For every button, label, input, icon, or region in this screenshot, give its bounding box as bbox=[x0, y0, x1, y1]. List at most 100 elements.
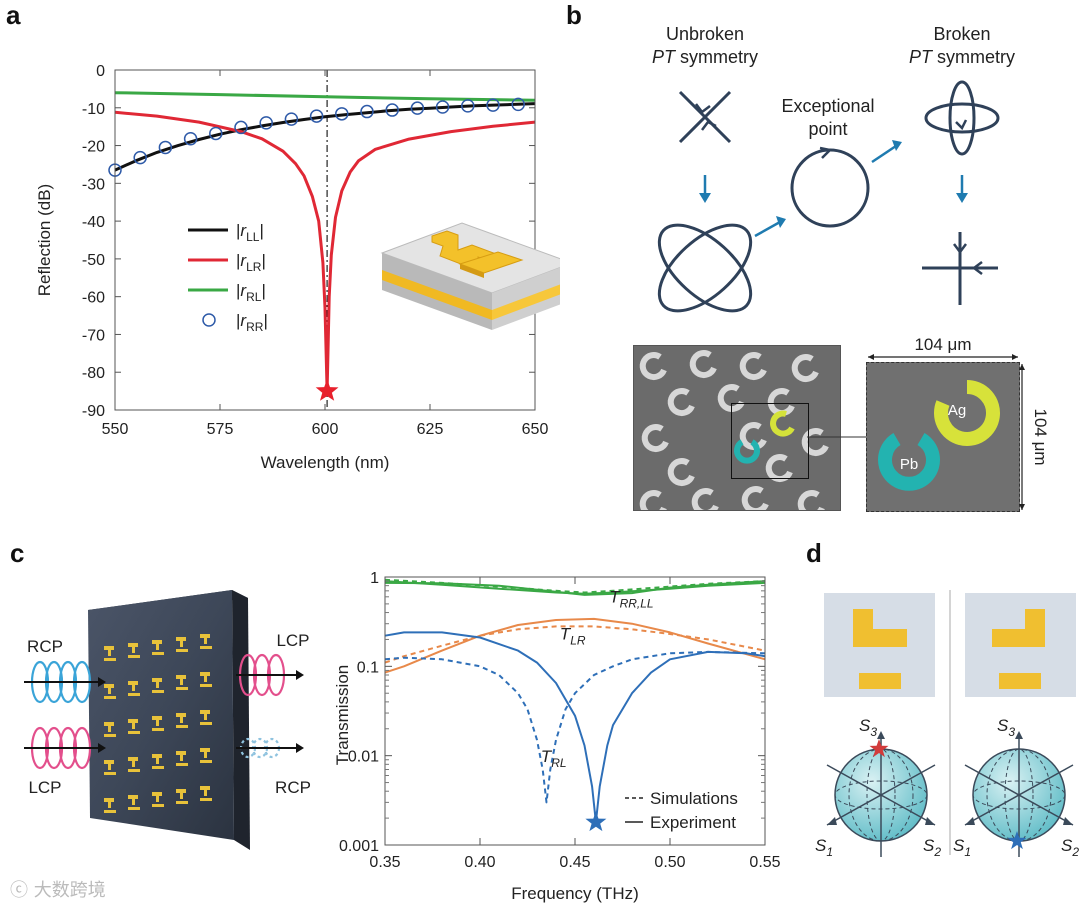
slab-mark bbox=[200, 672, 210, 676]
slab-mark bbox=[200, 748, 210, 752]
sem-ring bbox=[717, 384, 745, 413]
slab-mark bbox=[156, 758, 159, 764]
polarization-star bbox=[1007, 831, 1027, 850]
sem-ring bbox=[667, 458, 695, 487]
pt-symmetry-diagram: Unbroken PT symmetry Broken PT symmetry … bbox=[652, 24, 1015, 313]
scale-horizontal: 104 μm bbox=[914, 335, 971, 354]
slab-mark bbox=[180, 641, 183, 647]
crossed-ellipses-icon bbox=[657, 223, 753, 313]
s2-axis bbox=[826, 764, 936, 826]
broken-subtitle: PT symmetry bbox=[909, 47, 1015, 67]
chart-a-xlabel: Wavelength (nm) bbox=[261, 453, 390, 472]
x-tick-label: 650 bbox=[522, 421, 549, 438]
series-2 bbox=[384, 578, 766, 594]
sem-ring bbox=[797, 490, 825, 510]
rr-marker bbox=[511, 97, 525, 112]
sem-ring bbox=[639, 490, 667, 510]
slab-mark bbox=[128, 807, 140, 810]
series-0 bbox=[384, 580, 766, 595]
rr-marker bbox=[234, 120, 248, 135]
slab-mark bbox=[156, 796, 159, 802]
panel-letter-a: a bbox=[6, 0, 21, 30]
rr-marker bbox=[133, 150, 147, 165]
rr-marker bbox=[435, 100, 450, 114]
crossing-plus-icon bbox=[922, 232, 998, 305]
slab-mark bbox=[180, 679, 183, 685]
x-tick-label: 0.40 bbox=[464, 854, 495, 871]
chart-c-xlabel: Frequency (THz) bbox=[511, 884, 639, 903]
x-tick-label: 0.45 bbox=[559, 854, 590, 871]
slab-mark bbox=[104, 658, 116, 661]
zoomed-unit-cell: Ag Pb bbox=[866, 362, 1020, 512]
slab-mark bbox=[200, 684, 212, 687]
x-tick-label: 625 bbox=[417, 421, 444, 438]
s1-arrow bbox=[827, 817, 837, 825]
slab-mark bbox=[176, 725, 188, 728]
broken-title: Broken bbox=[933, 24, 990, 44]
slab-mark bbox=[200, 634, 210, 638]
sem-ring bbox=[689, 350, 717, 379]
curve-label: TRR,LL bbox=[609, 587, 653, 610]
slab-mark bbox=[104, 722, 114, 726]
scale-bars: 104 μm 104 μm bbox=[868, 335, 1050, 510]
y-tick-label: 0.01 bbox=[348, 749, 379, 766]
series-2 bbox=[114, 91, 536, 102]
sem-ring bbox=[741, 486, 769, 510]
slab-mark bbox=[128, 643, 138, 647]
s1-arrow bbox=[965, 817, 975, 825]
slab-mark bbox=[156, 644, 159, 650]
slab-mark bbox=[128, 795, 138, 799]
slab-mark bbox=[200, 722, 212, 725]
slab-mark bbox=[176, 751, 186, 755]
unit-cell-left bbox=[853, 609, 907, 689]
slab-mark bbox=[152, 792, 162, 796]
y-tick-label: -40 bbox=[82, 214, 105, 231]
legend-label: |rRR| bbox=[236, 311, 268, 334]
slab-mark bbox=[128, 655, 140, 658]
sem-ring bbox=[639, 352, 667, 381]
exceptional-point-label-1: Exceptional bbox=[781, 96, 874, 116]
rr-marker bbox=[410, 101, 425, 115]
legend-label: |rLR| bbox=[236, 251, 266, 274]
label-pb: Pb bbox=[900, 456, 918, 473]
sem-ring bbox=[765, 454, 793, 483]
slab-mark bbox=[176, 763, 188, 766]
slab-mark bbox=[176, 687, 188, 690]
slab-mark bbox=[204, 790, 207, 796]
slab-mark bbox=[132, 647, 135, 653]
exceptional-point-label-2: point bbox=[808, 119, 847, 139]
slab-mark bbox=[156, 682, 159, 688]
slab-mark bbox=[104, 760, 114, 764]
watermark: ⓒ 大数跨境 bbox=[10, 880, 106, 901]
rr-marker bbox=[183, 132, 198, 146]
y-tick-label: 0.1 bbox=[357, 659, 379, 676]
slab-mark bbox=[104, 734, 116, 737]
legend-label: |rRL| bbox=[236, 281, 266, 304]
unbroken-subtitle: PT symmetry bbox=[652, 47, 758, 67]
broken-ellipses-icon bbox=[924, 80, 1000, 156]
s3-label: S3 bbox=[859, 716, 877, 739]
slab-mark bbox=[128, 769, 140, 772]
legend-label: Experiment bbox=[650, 813, 736, 832]
s3-arrow bbox=[877, 731, 885, 739]
slab-mark bbox=[132, 723, 135, 729]
series-3 bbox=[384, 617, 766, 674]
slab-mark bbox=[104, 810, 116, 813]
unit-cell-3d-illustration bbox=[380, 222, 560, 330]
slab-mark bbox=[104, 772, 116, 775]
slab-mark bbox=[128, 719, 138, 723]
unbroken-title: Unbroken bbox=[666, 24, 744, 44]
slab-mark bbox=[200, 786, 210, 790]
sem-ring bbox=[641, 424, 669, 453]
rr-marker bbox=[335, 107, 349, 121]
slab-mark bbox=[132, 685, 135, 691]
series-1 bbox=[114, 110, 536, 393]
slab-mark bbox=[132, 799, 135, 805]
unit-cell-right bbox=[992, 609, 1045, 689]
slab-mark bbox=[176, 789, 186, 793]
slab-mark bbox=[200, 710, 210, 714]
sem-ring-ag bbox=[770, 410, 795, 437]
